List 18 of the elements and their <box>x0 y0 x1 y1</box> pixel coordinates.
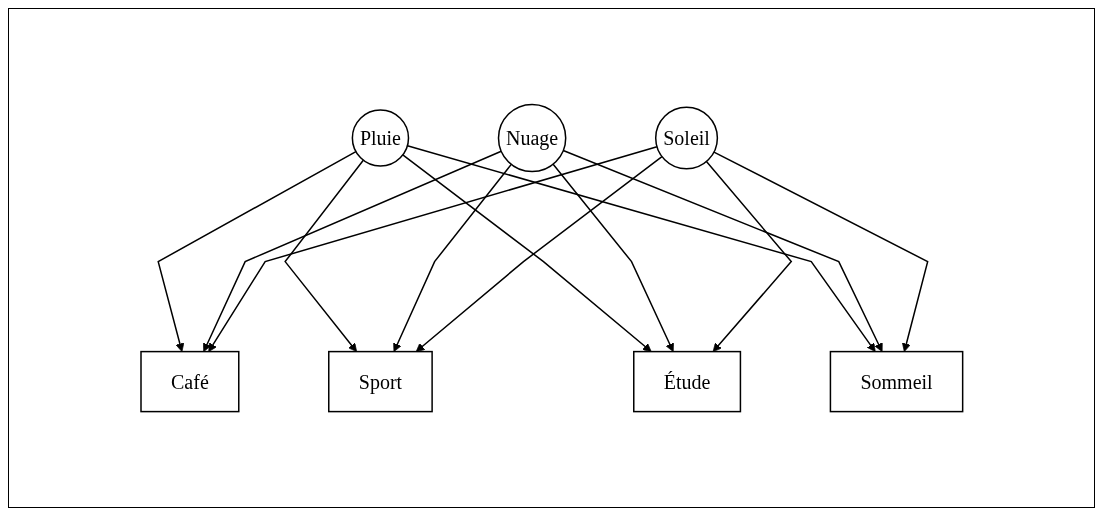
arrow <box>562 149 883 352</box>
arrow <box>392 163 512 352</box>
arrow <box>207 145 658 352</box>
arrow <box>406 145 876 352</box>
node-circle <box>654 106 718 170</box>
arrow <box>712 151 929 352</box>
arrow <box>552 163 674 352</box>
arrow <box>157 150 357 352</box>
node-box <box>632 350 741 413</box>
arrow <box>202 150 502 352</box>
node-box <box>327 350 433 413</box>
node-box <box>139 350 240 413</box>
arrow <box>283 159 364 352</box>
diagram-frame: Pluie Nuage Soleil Café Sport Étude Sommeil <box>8 8 1095 508</box>
node-box <box>829 350 964 413</box>
node-circle <box>497 103 567 173</box>
arrow <box>705 160 792 352</box>
node-circle <box>351 109 409 167</box>
